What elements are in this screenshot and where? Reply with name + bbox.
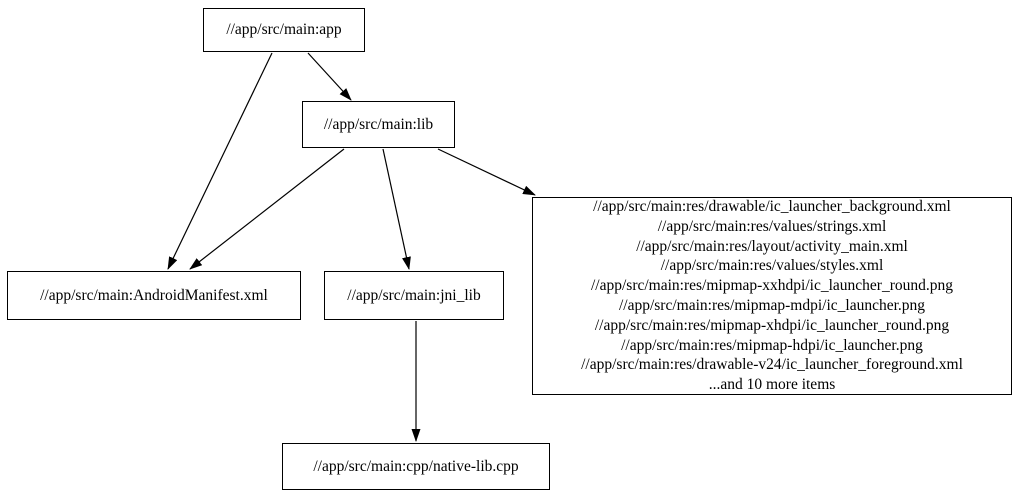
graph-node-lib: //app/src/main:lib (302, 101, 455, 148)
edge-lib-android-manifest (189, 148, 345, 270)
edge-lib-jni-lib (382, 148, 411, 270)
graph-node-android-manifest: //app/src/main:AndroidManifest.xml (7, 271, 301, 320)
graph-node-native-lib-cpp: //app/src/main:cpp/native-lib.cpp (282, 443, 550, 490)
edge-app-lib (307, 52, 352, 101)
edge-lib-res-files (437, 148, 536, 196)
edge-app-android-manifest (167, 52, 273, 270)
graph-node-res-files: //app/src/main:res/drawable/ic_launcher_… (532, 197, 1012, 395)
graph-node-jni-lib: //app/src/main:jni_lib (324, 271, 504, 320)
graph-node-app: //app/src/main:app (203, 8, 365, 52)
